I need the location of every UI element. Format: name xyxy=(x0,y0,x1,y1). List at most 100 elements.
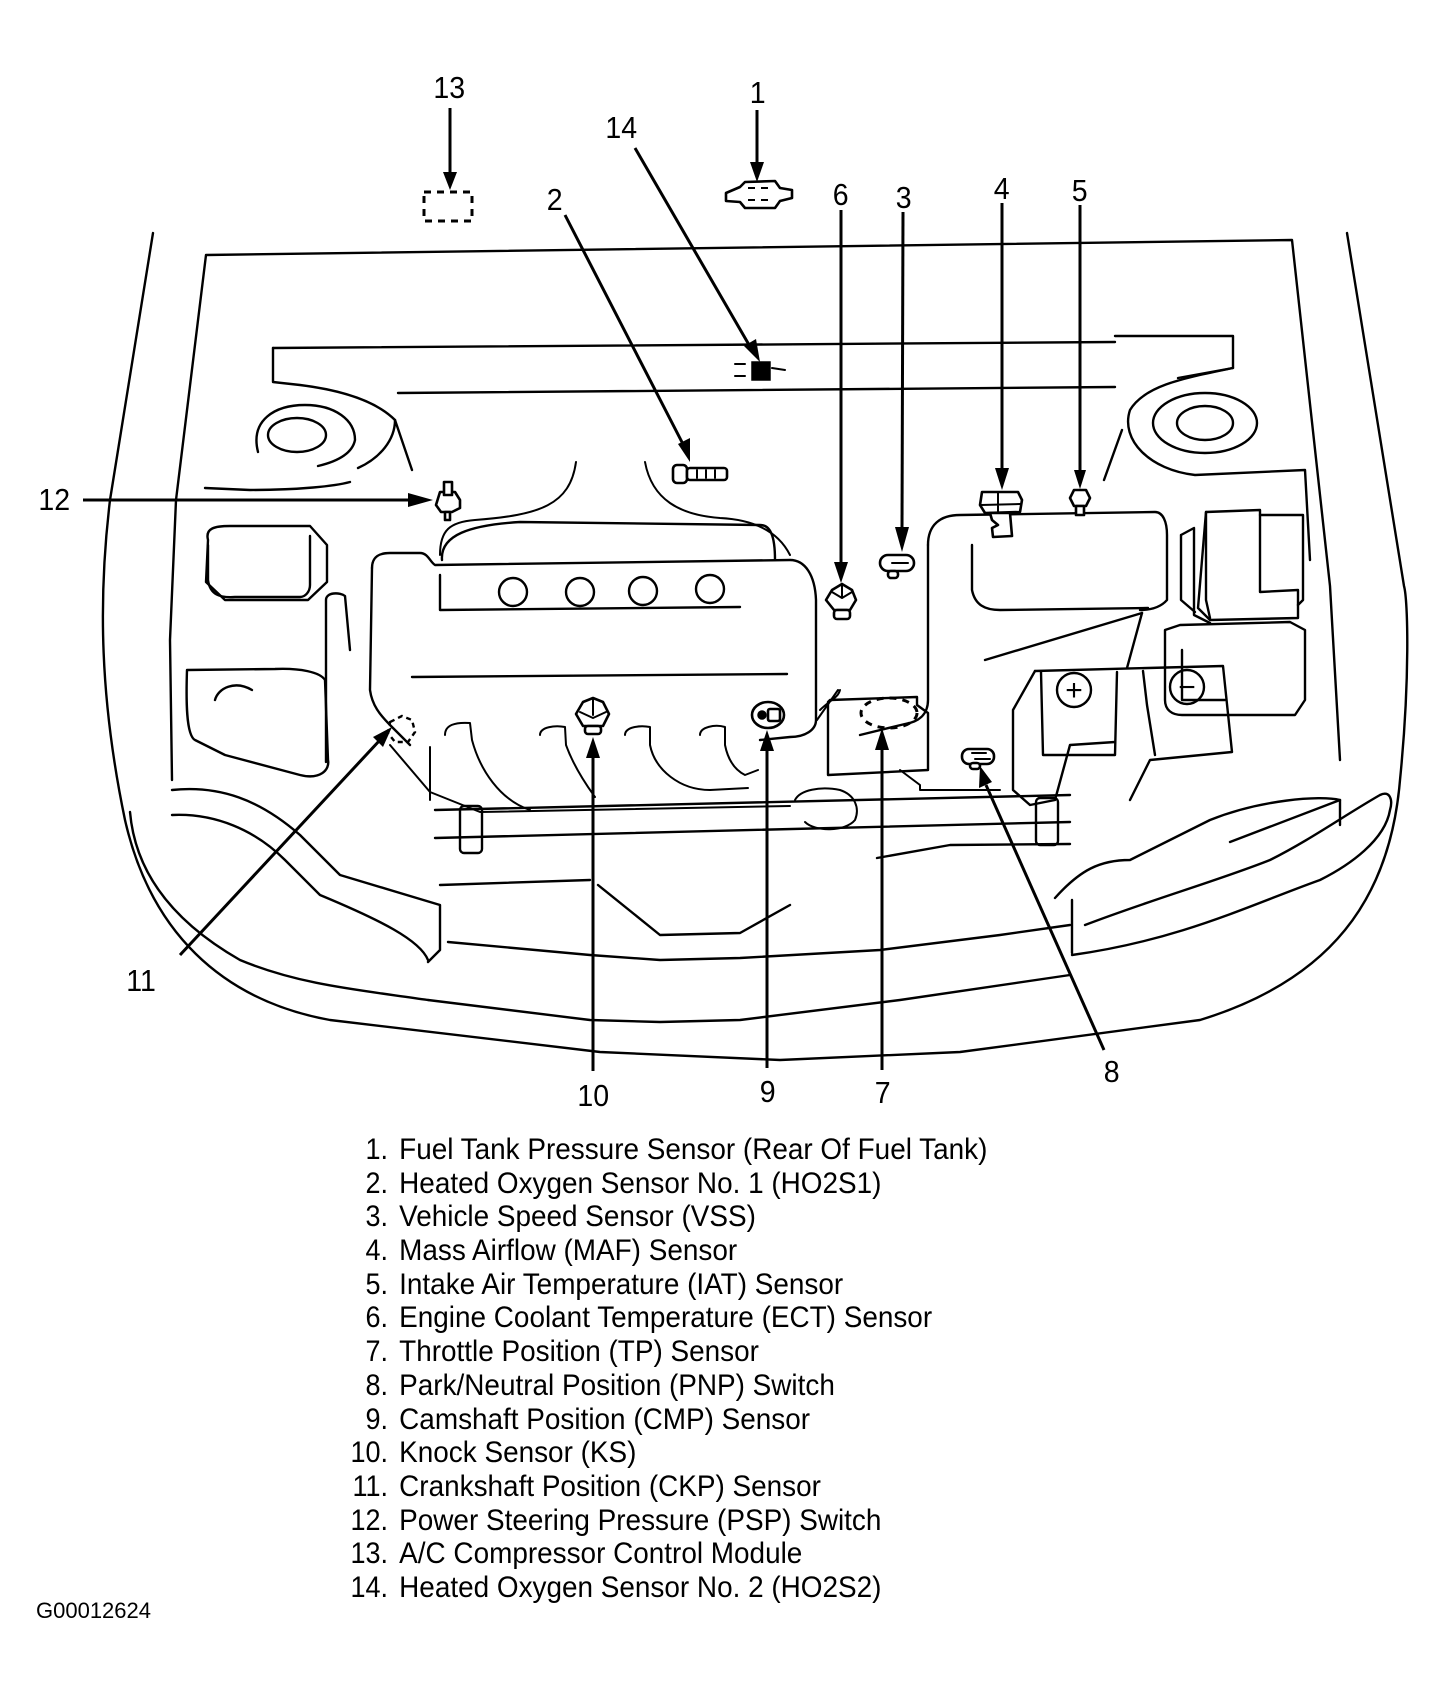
callout-5: 5 xyxy=(1071,173,1088,208)
legend-item: 7. Throttle Position (TP) Sensor xyxy=(340,1335,1033,1369)
battery-negative-terminal xyxy=(1168,668,1206,706)
legend-text: Fuel Tank Pressure Sensor (Rear Of Fuel … xyxy=(399,1133,988,1166)
legend-item: 12. Power Steering Pressure (PSP) Switch xyxy=(340,1504,1033,1538)
legend-text: Throttle Position (TP) Sensor xyxy=(399,1335,759,1369)
cmp-sensor-icon xyxy=(750,700,786,730)
arrowhead-12 xyxy=(408,493,433,507)
arrowhead-4 xyxy=(995,468,1009,490)
legend-item: 8. Park/Neutral Position (PNP) Switch xyxy=(340,1369,1033,1403)
legend-number: 8. xyxy=(365,1368,388,1402)
vss-sensor-icon xyxy=(878,553,916,580)
right-headlamp-area xyxy=(1053,792,1393,957)
ho2s1-sensor-icon xyxy=(671,463,729,485)
legend-item: 13. A/C Compressor Control Module xyxy=(340,1537,1033,1571)
arrowhead-5 xyxy=(1074,470,1086,489)
legend-text: Camshaft Position (CMP) Sensor xyxy=(399,1402,811,1436)
cowl-panel xyxy=(271,334,1235,422)
legend-number: 2. xyxy=(365,1166,388,1200)
legend-text: Mass Airflow (MAF) Sensor xyxy=(399,1234,738,1268)
callout-10: 10 xyxy=(577,1078,610,1113)
legend-text: Knock Sensor (KS) xyxy=(399,1436,637,1470)
arrowhead-14 xyxy=(744,339,760,362)
legend-number: 10. xyxy=(350,1436,388,1470)
injector-port xyxy=(627,575,659,607)
left-strut-tower xyxy=(203,403,414,492)
arrowhead-8 xyxy=(979,766,992,788)
leader-2 xyxy=(563,214,687,449)
arrowhead-6 xyxy=(834,562,848,583)
callout-1: 1 xyxy=(749,75,766,110)
intake-hose-left xyxy=(439,461,577,556)
psp-switch-icon xyxy=(434,480,462,522)
injector-port xyxy=(497,576,529,608)
callout-11: 11 xyxy=(126,963,156,998)
arrowhead-3 xyxy=(895,527,909,552)
fuel-tank-pressure-sensor-icon xyxy=(724,179,794,210)
radiator-support xyxy=(128,787,1072,1024)
leader-11 xyxy=(178,738,382,957)
legend-item: 14.Heated Oxygen Sensor No. 2 (HO2S2) xyxy=(340,1571,1033,1605)
callout-14: 14 xyxy=(605,110,638,145)
legend-item: 1.Fuel Tank Pressure Sensor (Rear Of Fue… xyxy=(340,1133,1033,1167)
leader-3 xyxy=(900,211,905,531)
figure-id: G00012624 xyxy=(36,1598,151,1623)
pnp-switch-icon xyxy=(960,747,996,771)
legend-text: Heated Oxygen Sensor No. 2 (HO2S2) xyxy=(399,1570,882,1604)
ac-compressor-control-module-icon xyxy=(422,190,474,223)
callout-12: 12 xyxy=(38,482,71,517)
arrowhead-7 xyxy=(875,728,889,750)
arrowhead-11 xyxy=(373,727,392,747)
leader-lines xyxy=(83,108,1106,1071)
vehicle-body-outline xyxy=(101,231,1409,1062)
hood-edge xyxy=(168,238,1342,782)
callout-4: 4 xyxy=(993,171,1010,206)
arrowhead-9 xyxy=(760,730,774,751)
legend-item: 10. Knock Sensor (KS) xyxy=(340,1436,1033,1470)
intake-hose-right xyxy=(644,461,791,556)
callout-8: 8 xyxy=(1103,1054,1120,1089)
component-legend: 1.Fuel Tank Pressure Sensor (Rear Of Fue… xyxy=(340,1133,1033,1605)
callout-2: 2 xyxy=(546,182,563,217)
knock-sensor-icon xyxy=(574,696,611,736)
legend-number: 13. xyxy=(350,1537,388,1571)
legend-number: 11. xyxy=(352,1469,388,1503)
iat-sensor-icon xyxy=(1068,488,1092,517)
battery-negative-symbol: − xyxy=(1178,671,1196,704)
arrowhead-10 xyxy=(586,737,600,758)
legend-number: 6. xyxy=(365,1301,388,1335)
legend-text: Power Steering Pressure (PSP) Switch xyxy=(399,1503,882,1537)
legend-text: Vehicle Speed Sensor (VSS) xyxy=(399,1200,756,1234)
legend-item: 3.Vehicle Speed Sensor (VSS) xyxy=(340,1200,1033,1234)
legend-text: A/C Compressor Control Module xyxy=(399,1537,803,1571)
left-reservoir-group xyxy=(185,524,352,778)
legend-text: Park/Neutral Position (PNP) Switch xyxy=(399,1368,835,1402)
legend-item: 6.Engine Coolant Temperature (ECT) Senso… xyxy=(340,1301,1033,1335)
legend-text: Crankshaft Position (CKP) Sensor xyxy=(399,1469,821,1503)
battery-positive-terminal xyxy=(1055,671,1093,709)
legend-item: 2. Heated Oxygen Sensor No. 1 (HO2S1) xyxy=(340,1167,1033,1201)
arrowhead-2 xyxy=(678,438,690,462)
legend-number: 7. xyxy=(365,1335,388,1369)
tp-sensor-icon xyxy=(859,696,919,730)
left-outer-fender-line xyxy=(101,231,1409,1062)
battery: + − xyxy=(1011,664,1234,807)
legend-text: Heated Oxygen Sensor No. 1 (HO2S1) xyxy=(399,1166,882,1200)
callout-9: 9 xyxy=(759,1074,776,1109)
arrowhead-1 xyxy=(750,162,764,182)
injector-port xyxy=(564,576,596,608)
ho2s2-sensor-icon xyxy=(734,361,786,381)
leader-8 xyxy=(984,784,1106,1051)
right-strut-tower xyxy=(1102,366,1312,562)
legend-number: 12. xyxy=(350,1503,388,1537)
legend-item: 4.Mass Airflow (MAF) Sensor xyxy=(340,1234,1033,1268)
legend-item: 11. Crankshaft Position (CKP) Sensor xyxy=(340,1470,1033,1504)
ect-sensor-icon xyxy=(824,582,858,621)
injector-port xyxy=(694,573,726,605)
throttle-body xyxy=(794,689,1001,831)
callout-7: 7 xyxy=(874,1075,891,1110)
legend-item: 5.Intake Air Temperature (IAT) Sensor xyxy=(340,1268,1033,1302)
legend-number: 5. xyxy=(365,1267,388,1301)
legend-item: 9.Camshaft Position (CMP) Sensor xyxy=(340,1403,1033,1437)
arrowhead-13 xyxy=(443,172,457,190)
